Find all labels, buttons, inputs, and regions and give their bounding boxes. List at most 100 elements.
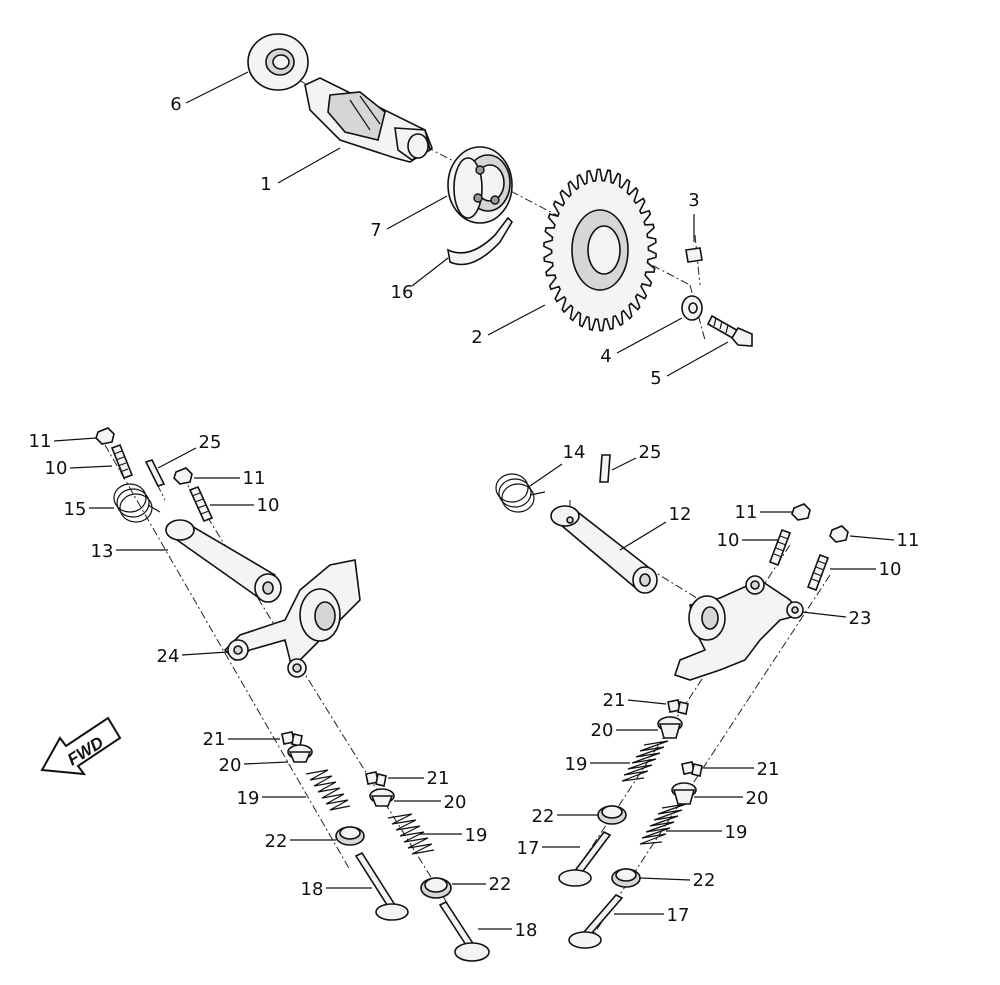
right-part-19-spring-b [639, 803, 687, 845]
callout-label-cR22a: 22 [532, 806, 555, 827]
callout-label-cL11a: 11 [29, 431, 52, 452]
part-6-bearing [247, 33, 309, 91]
callout-label-c5: 5 [650, 368, 661, 389]
right-rocker-group [495, 454, 849, 949]
right-part-23-rocker-arm [673, 575, 804, 681]
callout-label-cR11a: 11 [735, 502, 758, 523]
callout-label-cL10a: 10 [45, 458, 68, 479]
left-rocker-group [95, 427, 490, 962]
callout-label-cL15: 15 [64, 499, 87, 520]
callout-leader-cL10a [69, 465, 113, 469]
callout-label-cR19b: 19 [725, 822, 748, 843]
left-part-20-retainer-b [369, 788, 395, 807]
callout-label-c3: 3 [688, 190, 699, 211]
part-2-sprocket [543, 168, 657, 332]
left-part-11-nut-a [95, 427, 115, 445]
callout-leader-c2 [487, 304, 546, 336]
right-part-22-seat-b [611, 868, 641, 888]
callout-leader-cR12 [619, 521, 667, 551]
part-7-bearing [447, 146, 513, 224]
right-part-12-shaft [550, 505, 658, 594]
left-part-20-retainer-a [287, 744, 313, 763]
callout-label-c16: 16 [391, 282, 414, 303]
callout-label-cL22a: 22 [265, 831, 288, 852]
right-part-10-adjuster-a [768, 528, 792, 567]
callout-leader-c6 [185, 71, 249, 104]
callout-leader-cL24 [181, 651, 229, 656]
right-part-21-cotter-a [667, 699, 689, 715]
callout-label-cL19a: 19 [237, 788, 260, 809]
fwd-arrow: FWD [40, 716, 122, 776]
callout-label-cL20a: 20 [219, 755, 242, 776]
callout-leader-c1 [277, 147, 341, 184]
callout-label-cR23: 23 [849, 608, 872, 629]
callout-leader-cR21a [627, 699, 667, 705]
right-part-14-spring [495, 473, 546, 513]
callout-label-cR21b: 21 [757, 759, 780, 780]
callout-leader-c5 [666, 341, 729, 377]
left-part-15-spring [113, 483, 161, 523]
callout-leader-c16 [411, 257, 449, 287]
right-part-20-retainer-b [671, 782, 697, 805]
callout-label-cR25: 25 [639, 442, 662, 463]
right-part-11-nut-b [829, 525, 849, 543]
part-4-washer [681, 295, 703, 321]
left-part-10-adjuster-a [110, 443, 134, 480]
callout-label-cL10b: 10 [257, 495, 280, 516]
callout-label-cL18b: 18 [515, 920, 538, 941]
callout-label-cL13: 13 [91, 541, 114, 562]
callout-label-cL19b: 19 [465, 825, 488, 846]
right-part-10-adjuster-b [806, 553, 830, 592]
part-5-bolt [706, 314, 753, 347]
callout-label-cR20b: 20 [746, 788, 769, 809]
left-part-22-seat-b [420, 877, 452, 899]
right-part-20-retainer-a [657, 716, 683, 739]
callout-leader-cL20a [243, 761, 289, 765]
callout-label-cL18a: 18 [301, 879, 324, 900]
callout-leader-cL25 [157, 447, 197, 469]
callout-leader-cR14 [529, 463, 563, 487]
callout-label-cR17a: 17 [517, 838, 540, 859]
left-part-10-adjuster-b [188, 485, 214, 523]
callout-label-c1: 1 [260, 174, 271, 195]
callout-label-c7: 7 [370, 220, 381, 241]
callout-label-cL11b: 11 [243, 468, 266, 489]
callout-label-cL20b: 20 [444, 792, 467, 813]
part-3-key [685, 247, 703, 263]
callout-label-cL24: 24 [157, 646, 180, 667]
callout-label-cL22b: 22 [489, 874, 512, 895]
callout-leader-cR22b [639, 877, 691, 881]
camshaft-group [247, 33, 753, 347]
left-part-21-cotter-a [281, 731, 303, 747]
left-part-22-seat-a [335, 826, 365, 846]
callout-leader-c4 [616, 317, 683, 354]
part-1-camshaft [304, 77, 433, 163]
right-part-19-spring-a [621, 740, 669, 782]
right-part-21-cotter-b [681, 761, 703, 777]
left-part-13-shaft [165, 519, 282, 603]
callout-label-cR20a: 20 [591, 720, 614, 741]
callout-leader-cR11b [849, 535, 895, 541]
callout-leader-cR25 [611, 457, 637, 471]
left-part-11-nut-b [173, 467, 193, 485]
callout-label-cR22b: 22 [693, 870, 716, 891]
left-part-18-valve-a [354, 851, 409, 921]
left-part-18-valve-b [438, 900, 490, 962]
callout-leader-cR23 [801, 611, 847, 618]
right-part-11-nut-a [791, 503, 811, 521]
callout-label-c4: 4 [600, 346, 611, 367]
left-part-24-rocker-arm [223, 559, 361, 678]
callout-leader-cL11a [53, 437, 97, 442]
callout-label-cR12: 12 [669, 504, 692, 525]
callout-label-c2: 2 [471, 327, 482, 348]
right-part-22-seat-a [597, 805, 627, 825]
callout-label-cR21a: 21 [603, 690, 626, 711]
callout-label-cR11b: 11 [897, 530, 920, 551]
right-part-25-pin [599, 454, 611, 483]
callout-label-cR17b: 17 [667, 905, 690, 926]
left-part-25-pin [144, 459, 166, 487]
right-part-17-valve-b [568, 894, 624, 949]
callout-label-cL21b: 21 [427, 768, 450, 789]
